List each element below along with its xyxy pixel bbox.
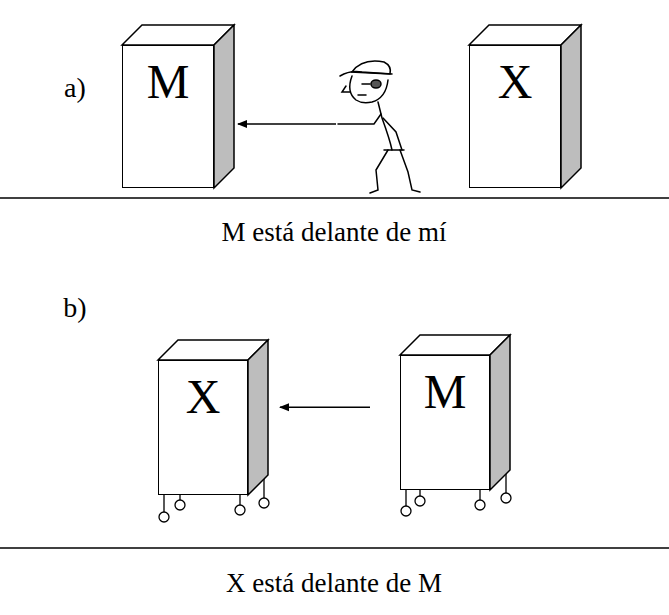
box-side	[561, 25, 581, 188]
box-front: X	[158, 360, 248, 495]
box-front: X	[469, 45, 561, 188]
panel-letter: a)	[64, 72, 86, 104]
box-depth	[122, 25, 581, 495]
box-front: M	[122, 45, 214, 188]
caption: X está delante de M	[226, 568, 442, 599]
box-side	[248, 340, 268, 495]
box-letter: X	[186, 361, 221, 421]
box-side	[214, 25, 234, 188]
panel-letter: b)	[63, 292, 86, 324]
gaze-arrow	[238, 123, 336, 124]
caption: M está delante de mí	[222, 217, 447, 248]
box-front: M	[400, 355, 490, 490]
divider-line	[0, 547, 669, 548]
divider-line	[0, 197, 669, 198]
person-figure	[338, 61, 420, 193]
box-letter: X	[498, 46, 533, 106]
arrow	[280, 407, 370, 408]
box-letter: M	[147, 46, 190, 106]
box-side	[490, 335, 510, 490]
box-letter: M	[424, 356, 467, 416]
